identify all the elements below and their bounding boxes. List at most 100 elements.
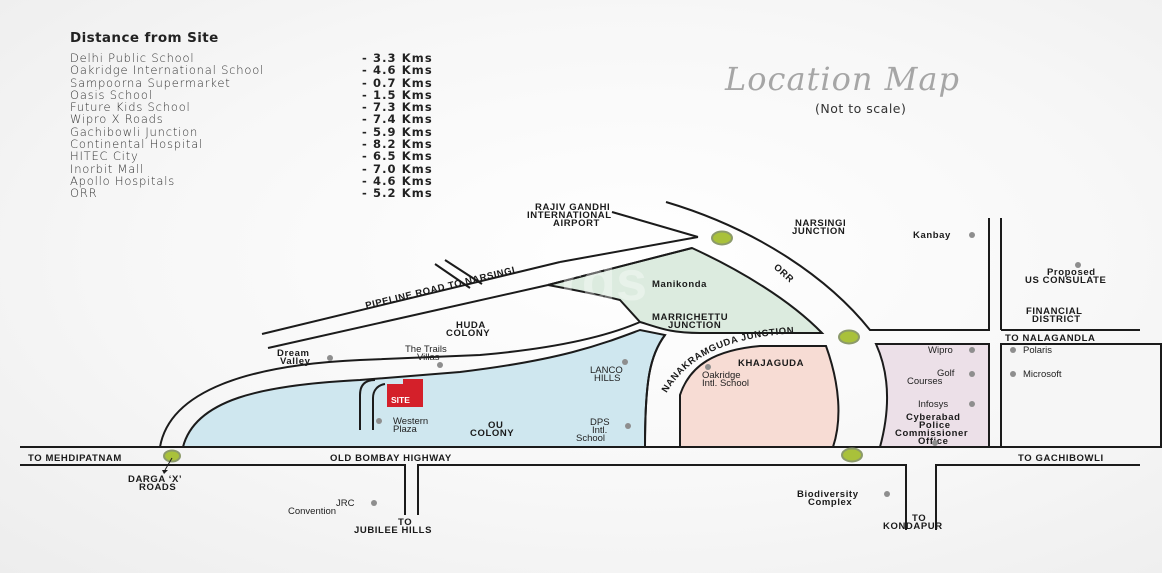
pipeline-road-label: PIPELINE ROAD TO NARSINGI	[364, 265, 516, 312]
nanakramguda-road	[644, 334, 666, 448]
highway-bottom	[20, 464, 1140, 530]
huda-label-2: COLONY	[446, 328, 490, 339]
distance-row: Continental Hospital- 8.2 Kms	[70, 138, 470, 151]
wipro-label: Wipro	[928, 345, 953, 356]
distance-value: - 1.5 Kms	[362, 87, 433, 102]
trails-label-2: Villas	[417, 352, 440, 363]
branch-road	[434, 263, 471, 289]
trails-dot	[437, 362, 443, 368]
marrichettu-label-2: JUNCTION	[668, 320, 721, 331]
khajaguda-label: KHAJAGUDA	[738, 358, 804, 369]
to-jubilee-label-1: TO	[398, 517, 412, 528]
ou-label-2: COLONY	[470, 428, 514, 439]
cyberabad-label-3: Commissioner	[895, 428, 968, 439]
site-lane	[372, 383, 386, 430]
distance-place: HITEC City	[70, 149, 139, 164]
distance-row: Apollo Hospitals- 4.6 Kms	[70, 173, 470, 188]
huda-label-1: HUDA	[456, 320, 486, 331]
darga-junction-marker	[163, 449, 181, 463]
distance-place: Future Kids School	[70, 100, 191, 115]
narsingi-junction-marker	[711, 230, 733, 246]
dps-label-1: DPS	[590, 417, 610, 428]
oakridge-label-1: Oakridge	[702, 370, 741, 381]
marrichettu-label-1: MARRICHETTU	[652, 312, 728, 323]
infosys-dot	[969, 401, 975, 407]
microsoft-dot	[1010, 371, 1016, 377]
to-kondapur-label-1: TO	[912, 513, 926, 524]
distance-value: - 6.5 Kms	[362, 149, 433, 164]
nanakramguda-junction-marker	[838, 329, 860, 345]
distance-place: Sampoorna Supermarket	[70, 75, 231, 90]
distance-place: Oakridge International School	[70, 63, 265, 78]
distance-value: - 7.4 Kms	[362, 112, 433, 127]
site-marker[interactable]	[387, 379, 423, 407]
wipro-dot	[969, 347, 975, 353]
watermark: rds	[560, 249, 647, 312]
distance-row: Oakridge International School - 4.6 Kms	[70, 63, 470, 78]
airport-label-2: INTERNATIONAL	[527, 210, 612, 221]
darga-arrow-icon	[162, 470, 168, 474]
jrc-label-1: JRC	[336, 498, 355, 509]
distance-panel: Distance from Site Delhi Public School- …	[70, 30, 470, 200]
jrc-label-2: Convention	[288, 506, 336, 517]
dps-label-3: School	[576, 433, 605, 444]
manikonda-area	[547, 246, 825, 334]
distance-row: Delhi Public School- 3.3 Kms	[70, 52, 470, 65]
lanco-label-2: HILLS	[594, 373, 620, 384]
distance-row: Oasis School - 1.5 Kms	[70, 87, 470, 102]
kanbay-label: Kanbay	[913, 230, 951, 241]
khajaguda-area	[679, 345, 840, 448]
jrc-dot	[371, 500, 377, 506]
distance-row: Future Kids School- 7.3 Kms	[70, 100, 470, 115]
distance-row: Inorbit Mall - 7.0 Kms	[70, 161, 470, 176]
trails-label-1: The Trails	[405, 344, 447, 355]
distance-value: - 7.0 Kms	[362, 161, 433, 176]
airport-road-edge	[611, 211, 699, 238]
to-nalagandla-label: TO NALAGANDLA	[1005, 333, 1095, 344]
dream-valley-dot	[327, 355, 333, 361]
darga-label-1: DARGA ‘X’	[128, 474, 182, 485]
golf-label-1: Golf	[937, 368, 955, 379]
dream-valley-label-2: Valley	[280, 356, 311, 367]
gachibowli-junction-marker	[841, 447, 863, 463]
old-bombay-highway-label: OLD BOMBAY HIGHWAY	[330, 453, 452, 464]
site-label: SITE	[391, 395, 410, 405]
distance-title: Distance from Site	[70, 30, 219, 46]
western-plaza-label-2: Plaza	[393, 424, 417, 435]
us-consulate-label-1: Proposed	[1047, 267, 1096, 278]
map-title: Location Map	[725, 60, 960, 98]
dps-label-2: Intl.	[592, 425, 607, 436]
biodiversity-label-1: Biodiversity	[797, 489, 859, 500]
to-gachibowli-label: TO GACHIBOWLI	[1018, 453, 1104, 464]
dps-dot	[625, 423, 631, 429]
orr-outer	[665, 201, 990, 331]
ou-label-1: OU	[488, 420, 503, 431]
us-consulate-label-2: US CONSULATE	[1025, 275, 1106, 286]
distance-value: - 4.6 Kms	[362, 63, 433, 78]
biodiversity-label-2: Complex	[808, 497, 852, 508]
distance-place: Oasis School	[70, 87, 153, 102]
distance-row: ORR - 5.2 Kms	[70, 186, 470, 201]
manikonda-label: Manikonda	[652, 279, 707, 290]
airport-road-edge	[559, 236, 699, 263]
polaris-dot	[1010, 347, 1016, 353]
distance-place: ORR	[70, 186, 98, 201]
curved-road	[159, 321, 641, 448]
airport-road-edge	[547, 247, 693, 286]
distance-place: Wipro X Roads	[70, 112, 164, 127]
branch-road	[444, 259, 483, 285]
map-subtitle: (Not to scale)	[815, 101, 907, 116]
distance-row: Wipro X Roads - 7.4 Kms	[70, 112, 470, 127]
financial-label-2: DISTRICT	[1032, 314, 1081, 325]
distance-value: - 5.2 Kms	[362, 186, 433, 201]
cyberabad-label-1: Cyberabad	[906, 412, 961, 423]
cyberabad-label-2: Police	[919, 420, 951, 431]
distance-place: Inorbit Mall	[70, 161, 145, 176]
site-lane	[359, 379, 376, 430]
us-consulate-dot	[1075, 262, 1081, 268]
polaris-block	[1000, 343, 1162, 448]
distance-place: Apollo Hospitals	[70, 173, 175, 188]
distance-row: Gachibowli Junction- 5.9 Kms	[70, 124, 470, 139]
distance-place: Gachibowli Junction	[70, 124, 199, 139]
